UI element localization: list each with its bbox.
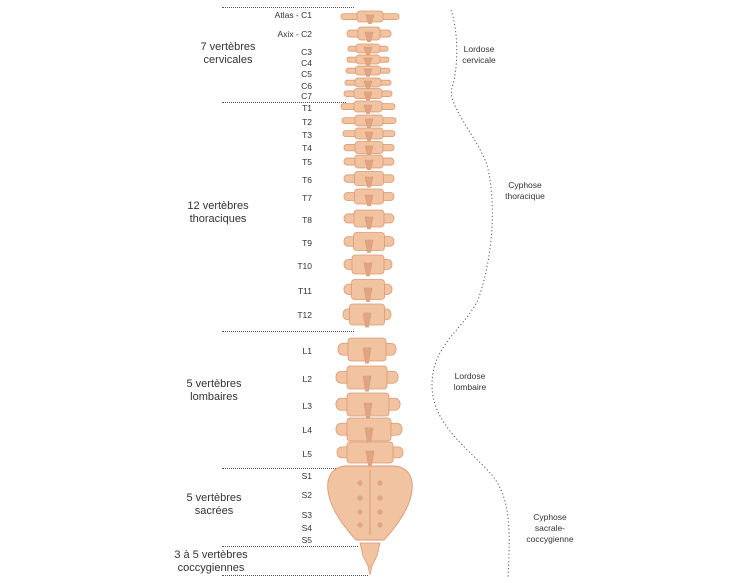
- vertebra-label: C4: [301, 58, 312, 68]
- curvature-label-lumbar-lordosis: Lordose lombaire: [446, 371, 494, 393]
- curvature-label-cervical-lordosis: Lordose cervicale: [455, 44, 503, 66]
- curvature-label-line: Lordose: [454, 371, 486, 381]
- group-label-line: cervicales: [203, 54, 253, 66]
- group-label-line: 5 vertèbres: [186, 492, 242, 504]
- coccyx-tip: [367, 566, 373, 576]
- spinous-process: [363, 68, 373, 77]
- vertebra-label: C5: [301, 69, 312, 79]
- spinous-process: [364, 239, 374, 253]
- sacral-foramen: [377, 509, 383, 515]
- group-label-line: 12 vertèbres: [187, 200, 249, 212]
- spinous-process: [365, 14, 375, 24]
- spinous-process: [364, 216, 374, 230]
- sacral-foramen: [377, 480, 383, 486]
- spinous-process: [363, 91, 373, 101]
- vertebra-label: L5: [302, 449, 312, 459]
- group-label-line: 3 à 5 vertèbres: [174, 549, 248, 561]
- curvature-label-line: sacrale-: [534, 523, 566, 533]
- sacral-foramen: [357, 480, 363, 486]
- sacral-foramen: [357, 522, 363, 528]
- vertebra-label: T7: [302, 193, 312, 203]
- sacral-foramen: [377, 495, 383, 501]
- coccyx: [359, 542, 381, 567]
- vertebra-label: Atlas - C1: [274, 10, 312, 20]
- spinous-process: [364, 131, 374, 141]
- spinous-process: [365, 450, 375, 466]
- curvature-label-thoracic-kyphosis: Cyphose thoracique: [500, 180, 550, 202]
- spinous-process: [364, 176, 374, 188]
- vertebra-label: T11: [297, 286, 312, 296]
- vertebra-label: C7: [301, 91, 312, 101]
- sacral-foramen: [377, 522, 383, 528]
- separator-line: [222, 7, 354, 8]
- group-label-sacral: 5 vertèbres sacrées: [164, 492, 264, 518]
- vertebra-label: T10: [297, 261, 312, 271]
- vertebra-label: S3: [301, 510, 312, 520]
- group-label-line: thoraciques: [189, 213, 247, 225]
- separator-line: [222, 331, 354, 332]
- curvature-label-line: lombaire: [453, 382, 487, 392]
- spinous-process: [362, 347, 372, 364]
- curvature-label-line: Cyphose: [508, 180, 542, 190]
- vertebra-label: C6: [301, 81, 312, 91]
- vertebra-label: S4: [301, 523, 312, 533]
- vertebra-label: T9: [302, 238, 312, 248]
- spinous-process: [363, 104, 373, 114]
- curvature-label-line: Cyphose: [533, 512, 567, 522]
- vertebral-column: [327, 10, 413, 576]
- spinous-process: [364, 159, 374, 170]
- vertebra-label: T12: [297, 310, 312, 320]
- vertebra-label: T3: [302, 130, 312, 140]
- spinous-process: [363, 57, 373, 66]
- spinous-process: [362, 312, 372, 328]
- vertebra-label: Axix - C2: [277, 29, 312, 39]
- spinous-process: [363, 46, 373, 55]
- vertebra-label: L2: [302, 374, 312, 384]
- group-label-thoracic: 12 vertèbres thoraciques: [168, 200, 268, 226]
- curvature-dotted-line: [431, 9, 510, 579]
- sacral-foramen: [357, 509, 363, 515]
- spinous-process: [363, 262, 373, 277]
- vertebra-label: S1: [301, 471, 312, 481]
- vertebra-label: T4: [302, 143, 312, 153]
- spinous-process: [363, 287, 373, 302]
- curvature-label-line: cervicale: [462, 55, 496, 65]
- group-label-line: coccygiennes: [177, 562, 245, 574]
- group-label-line: sacrées: [194, 505, 234, 517]
- spinous-process: [362, 375, 372, 392]
- vertebra-label: T5: [302, 157, 312, 167]
- vertebra-label: T2: [302, 117, 312, 127]
- vertebra-label: L4: [302, 425, 312, 435]
- group-label-lumbar: 5 vertèbres lombaires: [164, 378, 264, 404]
- vertebra-label: L1: [302, 346, 312, 356]
- separator-line: [222, 102, 346, 103]
- group-label-line: 5 vertèbres: [186, 378, 242, 390]
- curvature-label-line: coccygienne: [526, 534, 574, 544]
- vertebra-label: L3: [302, 401, 312, 411]
- vertebra-label: C3: [301, 47, 312, 57]
- group-label-line: 7 vertèbres: [200, 41, 256, 53]
- vertebra-label: T1: [302, 103, 312, 113]
- sacral-foramen: [357, 495, 363, 501]
- group-label-cervical: 7 vertèbres cervicales: [178, 41, 278, 67]
- vertebra-label: T8: [302, 215, 312, 225]
- group-label-line: lombaires: [190, 391, 238, 403]
- curvature-label-line: Lordose: [463, 44, 495, 54]
- group-label-coccyx: 3 à 5 vertèbres coccygiennes: [156, 549, 266, 575]
- curvature-label-line: thoracique: [505, 191, 545, 201]
- curvature-label-sacrococcygeal-kyphosis: Cyphose sacrale- coccygienne: [518, 512, 582, 545]
- vertebra-label: T6: [302, 175, 312, 185]
- separator-line: [222, 575, 368, 576]
- vertebra-label: S5: [301, 535, 312, 545]
- vertebra-label: S2: [301, 490, 312, 500]
- spinous-process: [364, 31, 374, 42]
- separator-line: [222, 468, 338, 469]
- separator-line: [222, 546, 358, 547]
- spinous-process: [364, 194, 374, 207]
